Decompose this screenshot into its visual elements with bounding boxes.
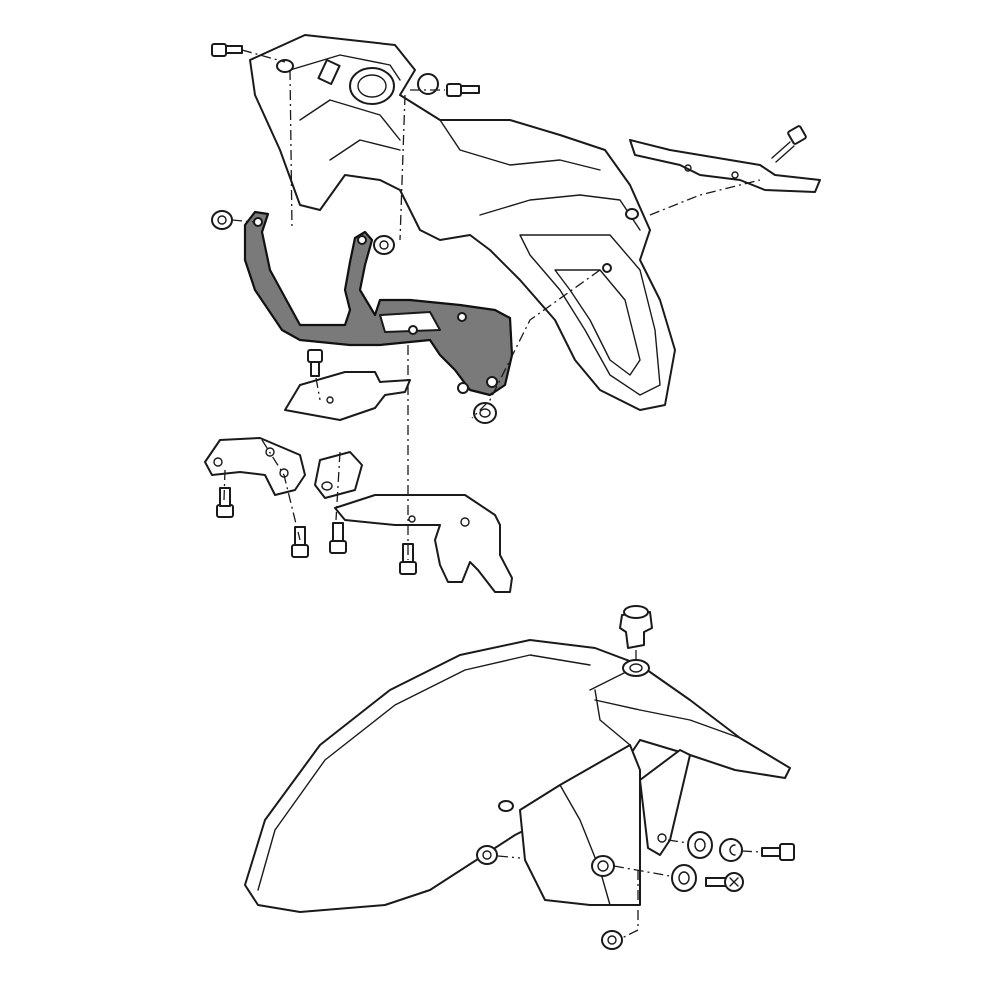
rear-bolt-lower-2 <box>291 526 309 558</box>
rear-fender-assembly <box>204 34 821 593</box>
push-clip <box>619 605 653 649</box>
rear-collar-nut-right <box>373 235 395 255</box>
rear-plate-lower-left <box>204 437 306 496</box>
rear-collar-lower <box>473 402 497 424</box>
front-collar-left <box>476 845 498 865</box>
rear-plate-upper <box>284 371 411 421</box>
front-bolt-upper <box>761 843 795 861</box>
front-fender <box>244 639 791 913</box>
front-grommet-upper <box>687 831 713 859</box>
rear-bolt-lower-1 <box>216 487 234 518</box>
front-collar-bottom <box>601 930 623 950</box>
license-stay-bolt <box>771 125 807 163</box>
rear-bolt-top <box>211 43 243 57</box>
front-collar-upper <box>719 838 743 862</box>
tail-cowl <box>249 34 676 411</box>
license-stay <box>629 139 821 193</box>
rear-bolt-right <box>446 83 480 97</box>
rear-alignment-lines <box>223 49 761 560</box>
rear-collar-nut-left <box>211 210 233 230</box>
rear-bolt-lower-3 <box>329 522 347 554</box>
front-alignment-lines <box>497 650 761 939</box>
rear-lower-bracket <box>334 494 513 593</box>
front-grommet-lower <box>671 864 697 892</box>
rear-fender-bracket <box>243 210 514 397</box>
front-screw-lower <box>705 872 744 892</box>
front-fender-assembly <box>244 605 795 950</box>
rear-bolt-plate <box>307 349 323 377</box>
